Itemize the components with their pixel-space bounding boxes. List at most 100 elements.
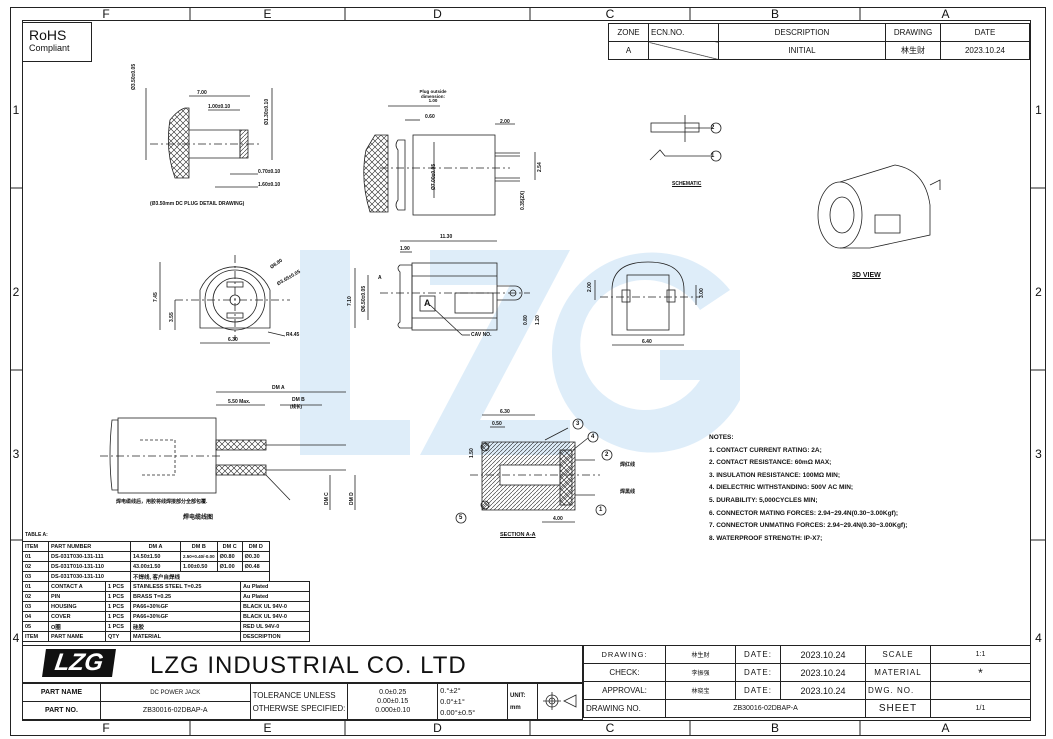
cell: Ø0.48: [241, 561, 271, 572]
cell: DS-031T030-131-110: [48, 571, 131, 582]
rohs-subtitle: Compliant: [29, 43, 70, 53]
dim-label: Ø6.50±0.05: [361, 285, 367, 312]
sheet-label: SHEET: [865, 699, 931, 718]
schematic-pin-1: 1: [711, 153, 715, 159]
tolerance-label-1: TOLERANCE UNLESS: [252, 690, 336, 700]
cell: 03: [22, 571, 49, 582]
dim-label: DM C: [324, 492, 330, 505]
3d-view: [817, 164, 941, 249]
section-label: SECTION A-A: [500, 532, 536, 538]
dim-label: 6.30: [500, 409, 510, 415]
rev-ecn: [648, 41, 719, 60]
cell: 1 PCS: [105, 591, 131, 602]
cell: 01: [22, 581, 49, 592]
cell: 2.50+0.40/-0.00: [180, 551, 218, 562]
dim-label: 1.00±0.10: [208, 104, 231, 110]
material-label: MATERIAL: [865, 663, 931, 682]
balloon-5: 5: [459, 515, 463, 521]
dim-label: 0.60: [425, 114, 435, 120]
rohs-badge: RoHS Compliant: [22, 22, 92, 62]
lzg-watermark: [300, 250, 740, 455]
dim-label: 2.54: [537, 162, 543, 172]
tolerance-value: 0.000±0.10: [375, 707, 411, 714]
wire-label-red: 焊红线: [620, 462, 636, 468]
table-header: DESCRIPTION: [240, 631, 310, 642]
cell: 1 PCS: [105, 601, 131, 612]
tolerance-value: 0.00±0.15: [377, 698, 409, 705]
note-item: 1. CONTACT CURRENT RATING: 2A;: [709, 446, 822, 454]
row-label: 1: [12, 103, 20, 117]
cell: 02: [22, 561, 49, 572]
drawing-label: DRAWING:: [583, 645, 666, 664]
tolerance-label-2: OTHERWSE SPECIFIED:: [252, 703, 346, 713]
zone-label: A: [941, 721, 950, 735]
inner-frame: [22, 20, 1031, 721]
row-label: 4: [1035, 631, 1042, 645]
cell: PIN: [48, 591, 106, 602]
lzg-logo: LZG: [42, 649, 116, 677]
row-label: 4: [12, 631, 20, 645]
angle-value: 0.00°±0.5°: [440, 708, 476, 717]
table-header: DM A: [130, 541, 181, 552]
zone-label: E: [263, 7, 272, 21]
cell: Ø1.00: [216, 561, 243, 572]
zone-label: F: [102, 7, 110, 21]
check-label: CHECK:: [583, 663, 666, 682]
zone-label: B: [770, 721, 779, 735]
rear-view: [594, 261, 700, 346]
dim-label: 5.50 Max.: [228, 399, 251, 405]
cell: 01: [22, 551, 49, 562]
scale-label: SCALE: [865, 645, 931, 664]
row-label: 3: [12, 447, 20, 461]
zone-label: A: [941, 7, 950, 21]
part-name-label: PART NAME: [22, 683, 101, 702]
row-label: 2: [1035, 285, 1042, 299]
cell: 1.00±0.50: [180, 561, 218, 572]
notes-title: NOTES:: [709, 434, 734, 441]
plug-detail-caption: (Ø3.50mm DC PLUG DETAIL DRAWING): [150, 201, 245, 207]
date-label: DATE:: [735, 681, 781, 700]
wire-view-caption: 焊电缆线图: [183, 515, 214, 521]
cell: Ø0.30: [241, 551, 271, 562]
dim-label: (线长): [290, 404, 302, 409]
table-header: PART NUMBER: [48, 541, 131, 552]
cell: 硅胶: [130, 621, 241, 632]
notes: NOTES: 1. CONTACT CURRENT RATING: 2A; 2.…: [709, 434, 907, 547]
dim-label: 1.60±0.10: [258, 182, 281, 188]
front-view: [159, 255, 290, 344]
drawing-no-label: DRAWING NO.: [583, 699, 666, 718]
dim-label: 4.00: [553, 516, 563, 522]
dim-label: 7.00: [197, 90, 207, 96]
balloon-2: 2: [605, 452, 609, 458]
schematic-label: SCHEMATIC: [672, 181, 702, 187]
row-label: 2: [12, 285, 20, 299]
table-header: MATERIAL: [130, 631, 241, 642]
dim-label: 3.00: [699, 288, 705, 298]
projection-symbol: [537, 683, 583, 720]
drawing-no-value: ZB30016-02DBAP-A: [665, 699, 866, 718]
cell: 43.00±1.50: [130, 561, 181, 572]
approval-label: APPROVAL:: [583, 681, 666, 700]
date-label: DATE:: [735, 663, 781, 682]
wire-view-note: 焊电缆线后，用胶将线焊接部分全部包覆.: [116, 499, 208, 505]
first-angle-projection-icon: [543, 691, 577, 710]
cell: PA66+30%GF: [130, 611, 241, 622]
zone-label: F: [102, 721, 110, 735]
dim-label: 3.55: [169, 312, 175, 322]
top-view: [354, 240, 530, 336]
zone-label: D: [433, 7, 442, 21]
cell: BLACK UL 94V-0: [240, 611, 310, 622]
dim-label: 1.90: [400, 246, 410, 252]
table-header: ITEM: [22, 631, 49, 642]
cav-label: CAV NO.: [471, 332, 492, 338]
balloon-1: 1: [599, 507, 603, 513]
tolerance-label: TOLERANCE UNLESS OTHERWSE SPECIFIED:: [249, 683, 349, 720]
